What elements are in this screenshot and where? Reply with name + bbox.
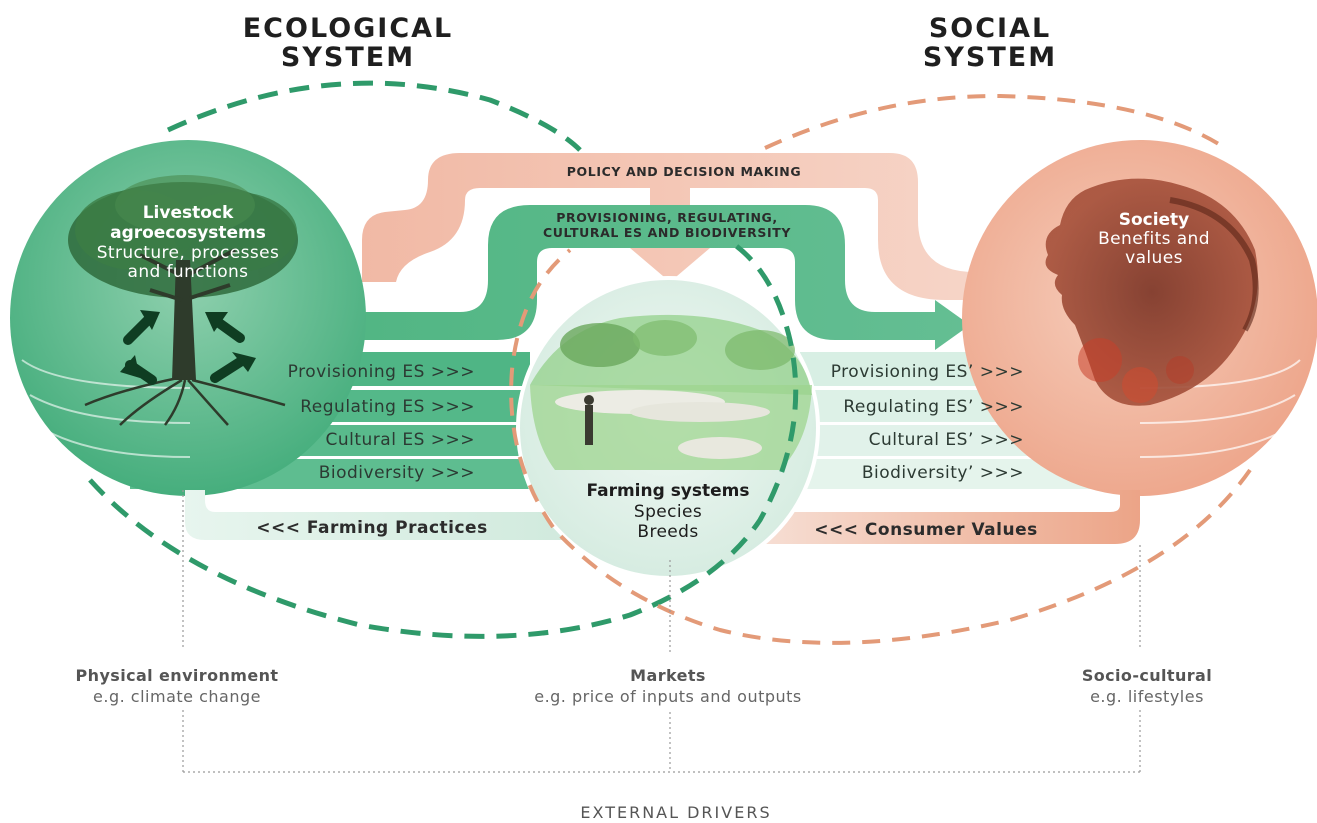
external-drivers-label: EXTERNAL DRIVERS: [580, 803, 771, 822]
driver-markets-title: Markets: [630, 666, 706, 685]
right-band-regulating: Regulating ES’ >>>: [843, 397, 1024, 417]
driver-physical-sub: e.g. climate change: [93, 687, 261, 706]
consumer-values-label: <<< Consumer Values: [814, 520, 1037, 540]
livestock-sub-line2: and functions: [128, 262, 249, 282]
left-band-regulating: Regulating ES >>>: [300, 397, 475, 417]
farming-practices-arrow: [185, 490, 600, 540]
social-system-title: SOCIAL SYSTEM: [923, 13, 1057, 73]
external-driver-connectors: [182, 490, 1141, 773]
society-sub-line1: Benefits and: [1098, 229, 1210, 249]
society-title: Society: [1119, 210, 1190, 230]
left-band-provisioning: Provisioning ES >>>: [288, 362, 475, 382]
right-band-provisioning: Provisioning ES’ >>>: [831, 362, 1024, 382]
farming-species: Species: [634, 502, 702, 522]
ecological-dashed-loop-bottom: [88, 243, 799, 639]
driver-socio-sub: e.g. lifestyles: [1090, 687, 1204, 706]
policy-label: POLICY AND DECISION MAKING: [567, 164, 801, 179]
farming-breeds: Breeds: [637, 522, 698, 542]
social-dashed-loop-top: [764, 93, 1230, 152]
farming-practices-label: <<< Farming Practices: [256, 518, 487, 538]
society-sub-line2: values: [1125, 248, 1183, 268]
tree-illustration: [68, 175, 298, 426]
ecological-dashed-loop-top: [166, 80, 582, 152]
ecological-system-title: ECOLOGICAL SYSTEM: [243, 13, 454, 73]
es-label-line1: PROVISIONING, REGULATING,: [556, 210, 778, 225]
ecological-title-line1: ECOLOGICAL: [243, 13, 454, 44]
face-illustration: [1045, 178, 1259, 406]
driver-socio-title: Socio-cultural: [1082, 666, 1212, 685]
right-band-biodiversity: Biodiversity’ >>>: [862, 463, 1024, 483]
social-title-line2: SYSTEM: [923, 42, 1057, 73]
social-dashed-loop-bottom: [509, 248, 1252, 645]
consumer-values-arrow: [730, 490, 1140, 544]
livestock-sub-line1: Structure, processes: [97, 243, 280, 263]
cycle-arrows-icon: [120, 310, 256, 385]
driver-physical-title: Physical environment: [76, 666, 279, 685]
es-label-line2: CULTURAL ES AND BIODIVERSITY: [543, 225, 791, 240]
livestock-title-line2: agroecosystems: [110, 223, 266, 243]
right-band-cultural: Cultural ES’ >>>: [869, 430, 1024, 450]
driver-markets-sub: e.g. price of inputs and outputs: [534, 687, 802, 706]
farming-systems-title: Farming systems: [586, 481, 749, 501]
pasture-illustration: [530, 314, 812, 470]
social-title-line1: SOCIAL: [929, 13, 1051, 44]
left-band-biodiversity: Biodiversity >>>: [319, 463, 475, 483]
es-arrow: [362, 205, 970, 350]
ecological-title-line2: SYSTEM: [281, 42, 415, 73]
left-band-cultural: Cultural ES >>>: [325, 430, 475, 450]
livestock-title-line1: Livestock: [143, 203, 234, 223]
